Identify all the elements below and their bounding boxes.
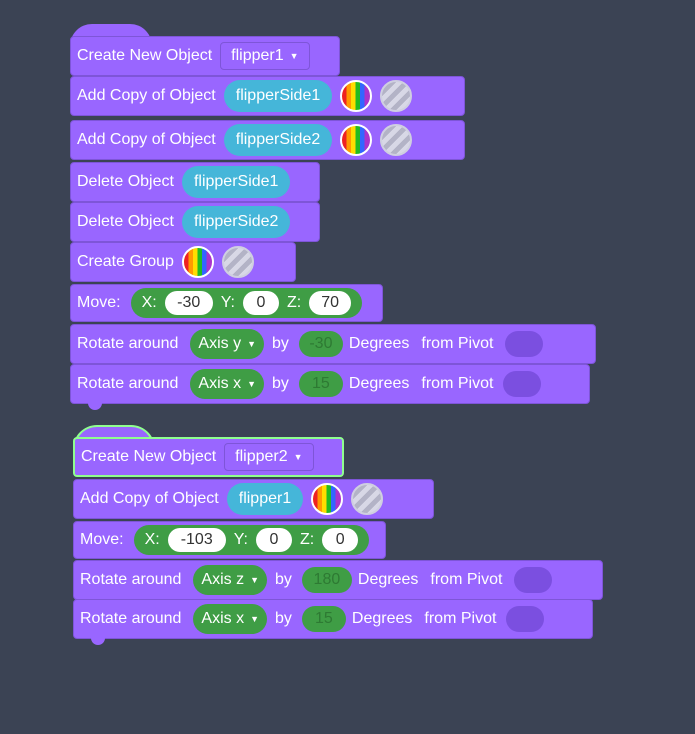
- dropdown-value: Axis z: [201, 571, 245, 588]
- by-label: by: [272, 375, 289, 392]
- pivot-slot[interactable]: [505, 331, 544, 357]
- x-label: X:: [144, 531, 160, 548]
- z-label: Z:: [286, 294, 302, 311]
- object-reporter[interactable]: flipperSide1: [181, 166, 291, 198]
- x-input[interactable]: -103: [167, 528, 226, 552]
- block-label: Move:: [77, 294, 121, 311]
- block-label: Create New Object: [81, 448, 217, 465]
- xyz-vector-reporter[interactable]: X: -103 Y: 0 Z: 0: [133, 525, 370, 555]
- striped-texture-icon[interactable]: [380, 80, 413, 112]
- block-label: Add Copy of Object: [77, 87, 216, 104]
- pivot-slot[interactable]: [514, 567, 553, 593]
- block-label: Rotate around: [80, 571, 182, 588]
- block-label: Delete Object: [77, 173, 174, 190]
- object-reporter[interactable]: flipperSide1: [223, 80, 333, 112]
- caret-down-icon: ▼: [250, 614, 259, 624]
- z-input[interactable]: 70: [309, 291, 352, 315]
- rotate-block[interactable]: Rotate around Axis z ▼ by 180 Degrees fr…: [73, 560, 603, 600]
- degrees-input[interactable]: 15: [298, 371, 343, 397]
- rainbow-color-icon[interactable]: [311, 483, 344, 515]
- xyz-vector-reporter[interactable]: X: -30 Y: 0 Z: 70: [130, 288, 363, 318]
- degrees-input[interactable]: -30: [298, 331, 343, 357]
- caret-down-icon: ▼: [247, 339, 256, 349]
- object-reporter[interactable]: flipperSide2: [223, 124, 333, 156]
- degrees-input[interactable]: 15: [301, 606, 346, 632]
- striped-texture-icon[interactable]: [380, 124, 413, 156]
- move-block[interactable]: Move: X: -103 Y: 0 Z: 0: [73, 521, 386, 559]
- rotate-block[interactable]: Rotate around Axis x ▼ by 15 Degrees fro…: [73, 599, 593, 639]
- dropdown-value: Axis x: [201, 610, 245, 627]
- pivot-label: from Pivot: [424, 610, 497, 627]
- move-block[interactable]: Move: X: -30 Y: 0 Z: 70: [70, 284, 383, 322]
- delete-object-block[interactable]: Delete Object flipperSide2: [70, 202, 320, 242]
- by-label: by: [275, 571, 292, 588]
- caret-down-icon: ▼: [293, 452, 303, 462]
- axis-dropdown[interactable]: Axis x ▼: [190, 369, 264, 399]
- degrees-label: Degrees: [348, 335, 410, 352]
- create-object-block[interactable]: Create New Object flipper2 ▼: [73, 437, 344, 477]
- by-label: by: [275, 610, 292, 627]
- pivot-slot[interactable]: [503, 371, 542, 397]
- pivot-label: from Pivot: [421, 335, 494, 352]
- block-label: Rotate around: [77, 335, 179, 352]
- dropdown-value: Axis y: [198, 335, 242, 352]
- rotate-block[interactable]: Rotate around Axis x ▼ by 15 Degrees fro…: [70, 364, 590, 404]
- pivot-label: from Pivot: [430, 571, 503, 588]
- striped-texture-icon[interactable]: [221, 246, 254, 278]
- object-reporter[interactable]: flipper1: [226, 483, 304, 515]
- x-label: X:: [141, 294, 157, 311]
- rainbow-color-icon[interactable]: [340, 80, 373, 112]
- striped-texture-icon[interactable]: [351, 483, 384, 515]
- x-input[interactable]: -30: [164, 291, 213, 315]
- block-label: Create New Object: [77, 47, 213, 64]
- by-label: by: [272, 335, 289, 352]
- pivot-label: from Pivot: [421, 375, 494, 392]
- add-copy-block[interactable]: Add Copy of Object flipperSide1: [70, 76, 465, 116]
- caret-down-icon: ▼: [247, 379, 256, 389]
- add-copy-block[interactable]: Add Copy of Object flipper1: [73, 479, 434, 519]
- y-label: Y:: [233, 531, 248, 548]
- axis-dropdown[interactable]: Axis y ▼: [190, 329, 264, 359]
- axis-dropdown[interactable]: Axis x ▼: [193, 604, 267, 634]
- rotate-block[interactable]: Rotate around Axis y ▼ by -30 Degrees fr…: [70, 324, 596, 364]
- z-label: Z:: [299, 531, 315, 548]
- stack-tail: [91, 638, 105, 645]
- y-input[interactable]: 0: [242, 291, 279, 315]
- dropdown-value: flipper1: [231, 47, 284, 64]
- delete-object-block[interactable]: Delete Object flipperSide1: [70, 162, 320, 202]
- block-label: Create Group: [77, 253, 174, 270]
- block-label: Move:: [80, 531, 124, 548]
- add-copy-block[interactable]: Add Copy of Object flipperSide2: [70, 120, 465, 160]
- block-label: Add Copy of Object: [80, 490, 219, 507]
- object-name-dropdown[interactable]: flipper1 ▼: [220, 42, 310, 70]
- create-object-block[interactable]: Create New Object flipper1 ▼: [70, 36, 340, 76]
- block-label: Rotate around: [77, 375, 179, 392]
- rainbow-color-icon[interactable]: [340, 124, 373, 156]
- pivot-slot[interactable]: [506, 606, 545, 632]
- block-label: Add Copy of Object: [77, 131, 216, 148]
- axis-dropdown[interactable]: Axis z ▼: [193, 565, 267, 595]
- y-label: Y:: [220, 294, 235, 311]
- block-label: Delete Object: [77, 213, 174, 230]
- degrees-label: Degrees: [357, 571, 419, 588]
- caret-down-icon: ▼: [289, 51, 299, 61]
- degrees-label: Degrees: [351, 610, 413, 627]
- degrees-label: Degrees: [348, 375, 410, 392]
- rainbow-color-icon[interactable]: [181, 246, 214, 278]
- y-input[interactable]: 0: [255, 528, 292, 552]
- z-input[interactable]: 0: [322, 528, 359, 552]
- dropdown-value: Axis x: [198, 375, 242, 392]
- object-name-dropdown[interactable]: flipper2 ▼: [224, 443, 314, 471]
- block-label: Rotate around: [80, 610, 182, 627]
- stack-tail: [88, 403, 102, 410]
- object-reporter[interactable]: flipperSide2: [181, 206, 291, 238]
- create-group-block[interactable]: Create Group: [70, 242, 296, 282]
- caret-down-icon: ▼: [250, 575, 259, 585]
- dropdown-value: flipper2: [235, 448, 288, 465]
- degrees-input[interactable]: 180: [301, 567, 352, 593]
